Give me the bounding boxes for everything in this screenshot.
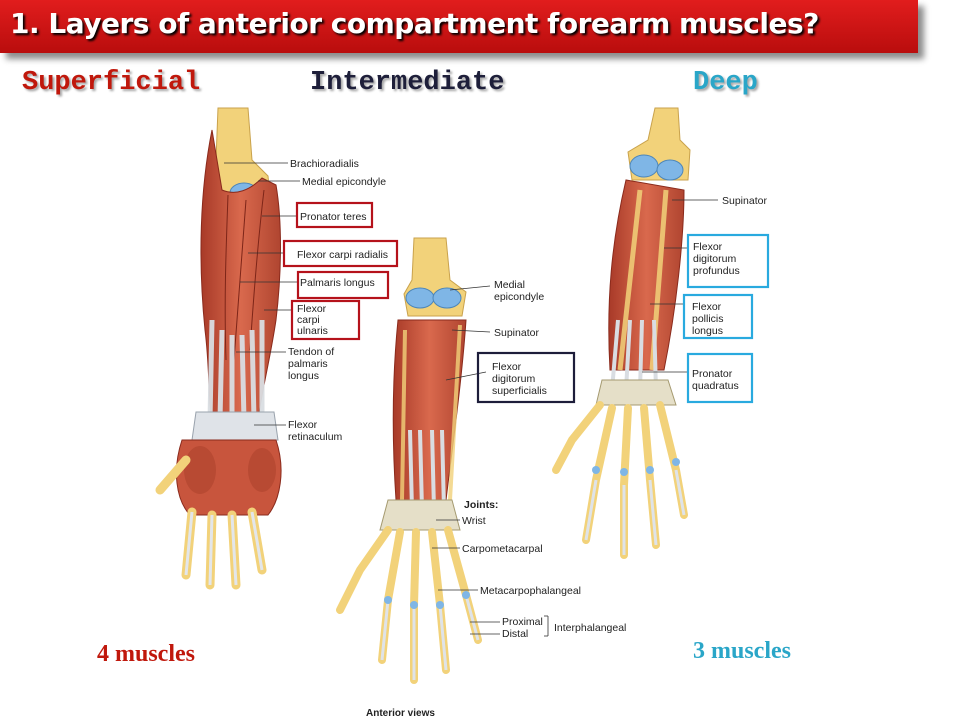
pronator-quadratus-box <box>686 352 754 404</box>
label-pronator-teres: Pronator teres <box>300 211 367 223</box>
label-fds-line2: digitorum <box>492 373 535 385</box>
label-retinaculum-line2: retinaculum <box>288 431 343 443</box>
label-medial-epicondyle: Medial epicondyle <box>302 176 386 188</box>
label-pq-line1: Pronator <box>692 368 733 380</box>
deep-heading: Deep <box>693 68 758 98</box>
label-fpl-line2: pollicis <box>692 313 724 325</box>
intermediate-leader-lines <box>432 285 549 637</box>
label-joints-title: Joints: <box>464 499 498 511</box>
intermediate-heading: Intermediate <box>310 68 505 98</box>
label-fpl-line1: Flexor <box>692 301 722 313</box>
flexor-pollicis-longus-box <box>682 293 754 340</box>
label-proximal: Proximal <box>502 616 543 628</box>
label-flexor-carpi-radialis: Flexor carpi radialis <box>297 249 388 261</box>
pronator-teres-box <box>295 201 374 229</box>
label-fcu-line1: Flexor <box>297 303 327 315</box>
label-metacarpophalangeal: Metacarpophalangeal <box>480 585 581 597</box>
label-tendon-line3: longus <box>288 370 319 382</box>
intermediate-arm-illustration <box>336 237 482 684</box>
label-interphalangeal: Interphalangeal <box>554 622 626 634</box>
label-fcu-line3: ulnaris <box>297 325 328 337</box>
label-fdp-line3: profundus <box>693 265 740 277</box>
label-fcu-line2: carpi <box>297 314 320 326</box>
label-tendon-line1: Tendon of <box>288 346 334 358</box>
label-distal: Distal <box>502 628 528 640</box>
label-wrist: Wrist <box>462 515 486 527</box>
label-fds-line1: Flexor <box>492 361 522 373</box>
label-brachioradialis: Brachioradialis <box>290 158 359 170</box>
label-int-supinator: Supinator <box>494 327 539 339</box>
deep-leader-lines <box>642 199 718 373</box>
label-retinaculum-line1: Flexor <box>288 419 318 431</box>
label-pq-line2: quadratus <box>692 380 739 392</box>
label-deep-supinator: Supinator <box>722 195 767 207</box>
title-bar: 1. Layers of anterior compartment forear… <box>0 0 918 53</box>
label-fds-line3: superficialis <box>492 385 547 397</box>
superficial-muscle-count: 4 muscles <box>97 641 195 667</box>
superficial-leader-lines <box>224 162 300 426</box>
superficial-heading: Superficial <box>22 68 201 98</box>
slide-title: 1. Layers of anterior compartment forear… <box>10 7 819 40</box>
flexor-digitorum-superficialis-box <box>476 351 576 404</box>
label-tendon-line2: palmaris <box>288 358 328 370</box>
deep-arm-illustration <box>552 107 691 559</box>
label-fdp-line2: digitorum <box>693 253 736 265</box>
figure-caption: Anterior views <box>366 708 435 719</box>
label-palmaris-longus: Palmaris longus <box>300 277 375 289</box>
label-fdp-line1: Flexor <box>693 241 723 253</box>
flexor-carpi-ulnaris-box <box>290 299 361 341</box>
label-int-medial-epicondyle-line1: Medial <box>494 279 525 291</box>
flexor-digitorum-profundus-box <box>686 233 770 289</box>
palmaris-longus-box <box>296 270 390 300</box>
flexor-carpi-radialis-box <box>282 239 399 268</box>
label-int-medial-epicondyle-line2: epicondyle <box>494 291 544 303</box>
label-carpometacarpal: Carpometacarpal <box>462 543 543 555</box>
deep-muscle-count: 3 muscles <box>693 638 791 664</box>
label-fpl-line3: longus <box>692 325 723 337</box>
superficial-arm-illustration <box>155 107 282 590</box>
